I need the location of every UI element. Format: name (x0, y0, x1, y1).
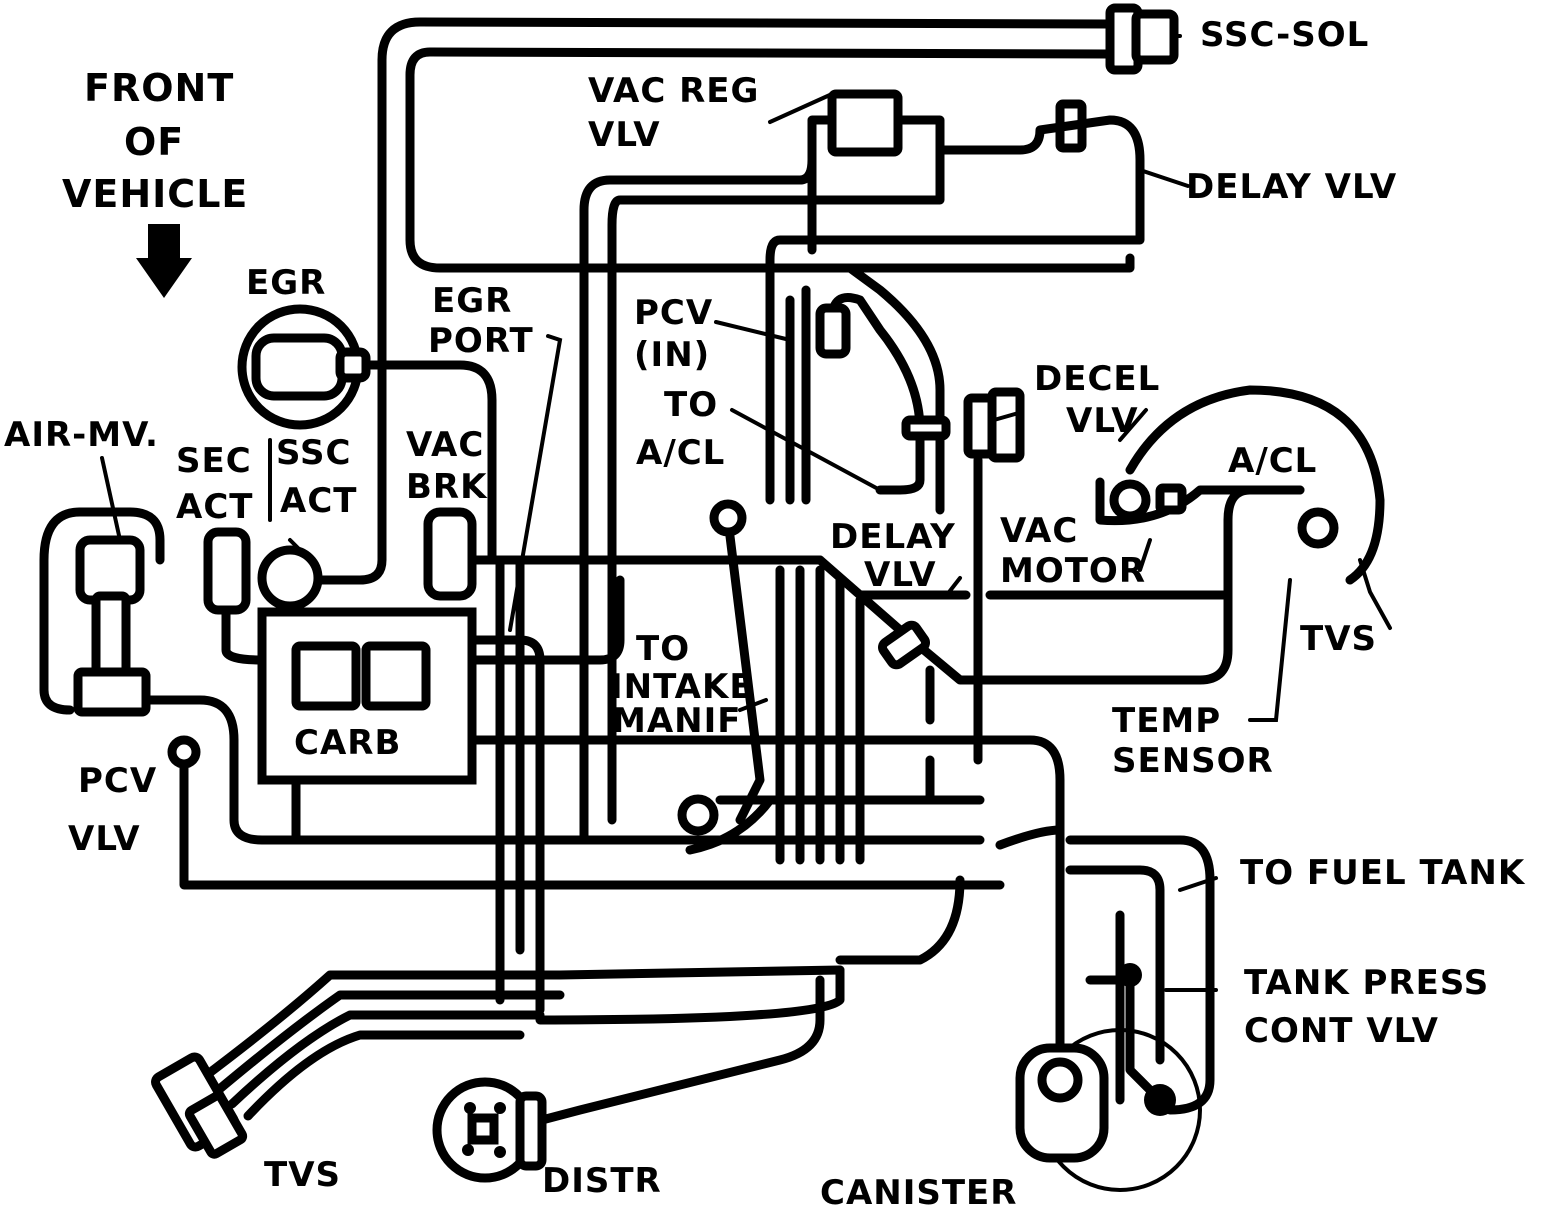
to-intake-label-1: TO (636, 629, 691, 669)
to-intake-label-3: MANIF (612, 701, 742, 741)
lower-harness (195, 825, 1065, 1121)
vac-motor-label-1: VAC (1000, 511, 1079, 551)
acl-label: A/CL (1228, 441, 1318, 481)
of-label: OF (124, 120, 185, 164)
egr-label: EGR (246, 263, 327, 303)
carb-component (257, 555, 1065, 1065)
vac-reg-label: VAC REG (588, 71, 760, 111)
tvs-bottom-label: TVS (264, 1155, 341, 1195)
egr-port-label-2: PORT (428, 321, 534, 361)
sec-label: SEC (176, 441, 252, 481)
vehicle-label: VEHICLE (62, 172, 249, 216)
ssc-label: SSC (276, 433, 352, 473)
sec-ssc-act-component (203, 527, 323, 665)
canister-component (1015, 835, 1215, 1192)
tank-press-label: TANK PRESS (1244, 963, 1490, 1003)
pcv-vlv-component (167, 735, 1005, 890)
egr-component (237, 304, 497, 565)
distr-label: DISTR (542, 1161, 662, 1201)
cont-vlv-label: CONT VLV (1244, 1011, 1439, 1051)
decel-label: DECEL (1034, 359, 1161, 399)
delay-vlv-top-component (765, 99, 1145, 505)
pcv-in-label-1: PCV (634, 293, 714, 333)
vac-brk-label: BRK (406, 467, 488, 507)
decel-vlv-label: VLV (1066, 401, 1139, 441)
tvs-right-label: TVS (1300, 619, 1377, 659)
down-arrow-icon (136, 224, 192, 298)
pcv-in-label-2: (IN) (634, 335, 711, 375)
to-acl-label-2: A/CL (636, 433, 726, 473)
vac-reg-vlv-component (579, 89, 945, 845)
delay-vlv-top-label: DELAY VLV (1186, 167, 1398, 207)
ssc-sol-label: SSC-SOL (1200, 15, 1370, 55)
pcv-in-component (765, 263, 945, 515)
front-label: FRONT (84, 66, 235, 110)
temp-label: TEMP (1112, 701, 1222, 741)
pcv-vlv-label-1: PCV (78, 761, 158, 801)
sec-act-label: ACT (176, 487, 254, 527)
air-cleaner-component (735, 385, 1385, 685)
canister-label: CANISTER (820, 1173, 1018, 1213)
air-mv-label: AIR-MV. (4, 415, 159, 455)
intake-bundle (677, 499, 985, 865)
distr-component (432, 975, 825, 1183)
carb-label: CARB (294, 723, 402, 763)
leader-lines (100, 34, 1392, 992)
vac-reg-vlv-label: VLV (588, 115, 661, 155)
vac-motor-label-2: MOTOR (1000, 551, 1147, 591)
pcv-vlv-label-2: VLV (68, 819, 141, 859)
air-mv-component (39, 507, 985, 845)
delay-mid-label-2: VLV (864, 555, 937, 595)
egr-port-label-1: EGR (432, 281, 513, 321)
sensor-label: SENSOR (1112, 741, 1274, 781)
to-acl-label-1: TO (664, 385, 719, 425)
delay-mid-label-1: DELAY (830, 517, 956, 557)
to-fuel-tank-label: TO FUEL TANK (1240, 853, 1526, 893)
to-intake-label-2: INTAKE (610, 667, 754, 707)
tvs-bottom-component (151, 1052, 248, 1159)
decel-vlv-component (901, 387, 1025, 765)
ssc-act-label: ACT (280, 481, 358, 521)
vac-label: VAC (406, 425, 485, 465)
